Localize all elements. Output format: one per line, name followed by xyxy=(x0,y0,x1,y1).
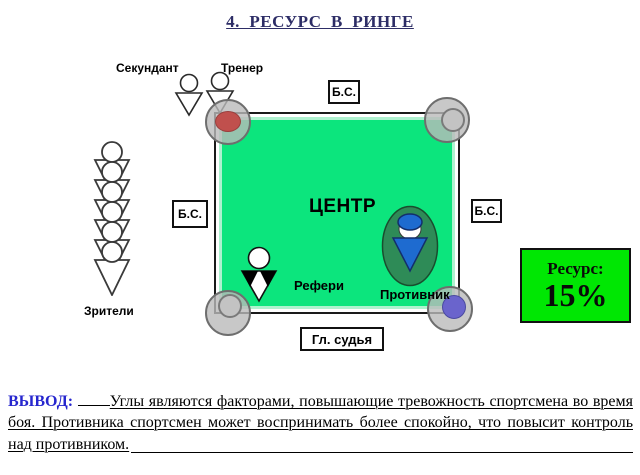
resource-value: 15% xyxy=(543,277,608,313)
resource-box: Ресурс: 15% xyxy=(520,248,631,323)
opponent-label: Противник xyxy=(380,287,450,302)
page-title: 4. РЕСУРС В РИНГЕ xyxy=(226,12,414,31)
conclusion-paragraph: ВЫВОД: Углы являются факторами, повышающ… xyxy=(8,390,633,456)
spectators-stack-icon xyxy=(93,141,131,296)
conclusion-text-1: Углы являются факторами, повышающие трев… xyxy=(109,393,633,410)
corner-pad-top-right xyxy=(424,97,470,143)
conclusion-text-3: над противником. xyxy=(8,436,130,453)
blue-corner-dot xyxy=(442,295,466,319)
head-judge-box: Гл. судья xyxy=(300,327,384,351)
ring-center-label: ЦЕНТР xyxy=(309,196,377,217)
side-judge-box-right: Б.С. xyxy=(471,199,502,223)
underline-blank xyxy=(77,390,110,406)
gray-corner-dot xyxy=(218,294,242,318)
gray-corner-dot xyxy=(441,108,465,132)
corner-pad-bottom-right xyxy=(427,286,473,332)
trainer-label: Тренер xyxy=(221,61,264,75)
conclusion-line-1: ВЫВОД: Углы являются факторами, повышающ… xyxy=(8,390,633,412)
corner-pad-top-left xyxy=(205,99,251,145)
side-judge-box-left: Б.С. xyxy=(172,200,208,228)
referee-tuxedo-icon xyxy=(240,246,278,303)
red-corner-dot xyxy=(215,111,241,132)
second-label: Секундант xyxy=(116,61,179,75)
second-person-icon xyxy=(174,73,204,117)
resource-label: Ресурс: xyxy=(547,259,604,278)
conclusion-text-2: боя. Противника спортсмен может восприни… xyxy=(8,414,633,431)
conclusion-label: ВЫВОД: xyxy=(8,393,74,410)
opponent-figure-icon xyxy=(381,205,439,287)
corner-pad-bottom-left xyxy=(205,290,251,336)
conclusion-line-2: боя. Противника спортсмен может восприни… xyxy=(8,412,633,434)
underline-filler xyxy=(131,434,633,453)
spectators-label: Зрители xyxy=(84,304,134,318)
conclusion-line-3: над противником. xyxy=(8,434,633,456)
side-judge-box-top: Б.С. xyxy=(328,80,360,104)
referee-label: Рефери xyxy=(294,278,344,293)
